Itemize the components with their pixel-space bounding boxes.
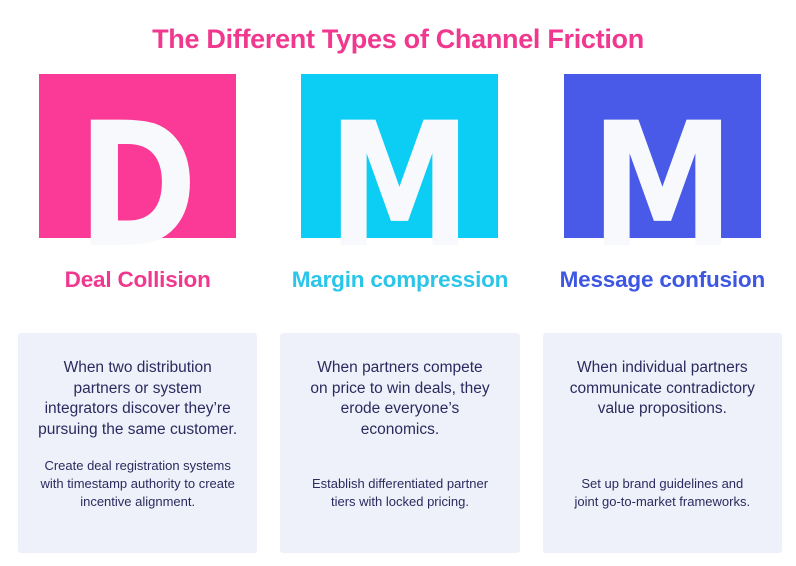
column-deal-collision: D Deal Collision When two distribution p… xyxy=(18,74,258,553)
column-margin-compression: M Margin compression When partners compe… xyxy=(280,74,520,553)
tile-letter-d: D xyxy=(77,85,198,286)
column-heading-deal-collision: Deal Collision xyxy=(64,267,211,292)
description-card-margin-compression: When partners compete on price to win de… xyxy=(280,333,520,553)
letter-tile-m-message: M xyxy=(563,74,761,272)
tile-letter-m-message: M xyxy=(590,85,735,286)
letter-tile-d: D xyxy=(39,74,237,272)
page-title: The Different Types of Channel Friction xyxy=(152,24,644,54)
tip-text: Establish differentiated partner tiers w… xyxy=(311,476,489,509)
description-card-message-confusion: When individual partners communicate con… xyxy=(542,333,782,553)
columns-grid: D Deal Collision When two distribution p… xyxy=(0,74,796,553)
column-heading-message-confusion: Message confusion xyxy=(559,267,766,292)
description-text: When partners compete on price to win de… xyxy=(310,359,490,438)
description-card-deal-collision: When two distribution partners or system… xyxy=(18,333,258,553)
column-heading-margin-compression: Margin compression xyxy=(291,267,509,292)
tile-letter-m-margin: M xyxy=(328,85,472,286)
tip-text: Create deal registration systems with ti… xyxy=(40,458,235,509)
letter-tile-m-margin: M xyxy=(301,74,499,272)
column-message-confusion: M Message confusion When individual part… xyxy=(542,74,782,553)
description-text: When two distribution partners or system… xyxy=(38,359,238,438)
tip-text: Set up brand guidelines and joint go-to-… xyxy=(574,476,751,509)
description-text: When individual partners communicate con… xyxy=(569,359,755,417)
